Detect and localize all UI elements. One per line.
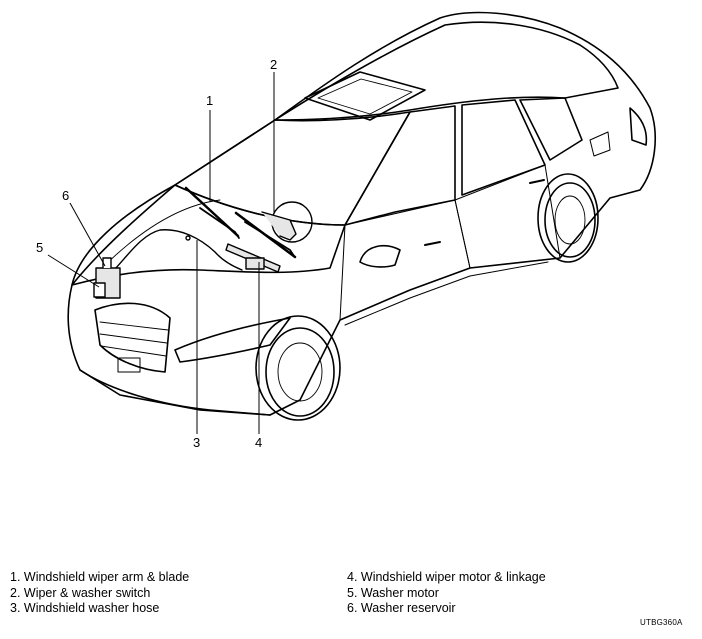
car-roof [274, 21, 619, 121]
rocker-panel [344, 261, 549, 326]
callout-1: 1 [206, 93, 213, 108]
front-wheel-arch [255, 315, 341, 421]
callout-3: 3 [193, 435, 200, 450]
wiper-arm-right [244, 221, 295, 257]
rear-wheel-hub [554, 195, 586, 245]
legend-item-washer-hose: 3. Windshield washer hose [10, 601, 160, 615]
legend-item-wiper-motor-linkage: 4. Windshield wiper motor & linkage [347, 570, 546, 584]
hood-crease [99, 199, 221, 271]
side-mirror [359, 244, 401, 268]
grille-bar-2 [99, 333, 168, 344]
wiper-motor [245, 257, 265, 270]
rear-wheel-arch [537, 173, 599, 263]
license-plate [117, 357, 141, 373]
front-door [339, 199, 471, 321]
callout-6: 6 [62, 188, 69, 203]
grille-bar-1 [99, 321, 169, 331]
legend-item-wiper-washer-switch: 2. Wiper & washer switch [10, 585, 151, 600]
callout-2: 2 [270, 57, 277, 72]
tail-light [629, 107, 648, 146]
car-wiper-diagram: 1 2 3 4 5 6 [36, 11, 656, 450]
legend-right-column: 4. Windshield wiper motor & linkage 5. W… [347, 570, 546, 617]
sunroof [304, 71, 426, 121]
legend-left-column: 1. Windshield wiper arm & blade 2. Wiper… [10, 570, 189, 617]
front-bumper [79, 369, 271, 416]
legend-item-washer-reservoir: 6. Washer reservoir [347, 601, 456, 615]
washer-motor [93, 282, 106, 298]
front-wheel-hub [277, 342, 323, 402]
rear-fuel-door [589, 131, 611, 157]
leader-line-5 [47, 254, 100, 288]
rear-door [454, 164, 561, 269]
sunroof-inner [317, 78, 413, 115]
headlight [174, 317, 291, 363]
wiper-switch [261, 211, 297, 241]
grille [94, 302, 171, 373]
legend-item-washer-motor: 5. Washer motor [347, 585, 439, 600]
front-side-window [344, 105, 456, 226]
rear-wheel [544, 182, 596, 258]
washer-reservoir-neck [102, 257, 112, 269]
wiper-arm-left [199, 207, 240, 239]
callout-5: 5 [36, 240, 43, 255]
washer-nozzle [185, 235, 191, 241]
figure-code: UTBG360A [640, 618, 683, 627]
front-wheel [265, 327, 335, 417]
rear-quarter-window [519, 97, 583, 161]
rear-door-handle [529, 179, 545, 184]
callout-4: 4 [255, 435, 262, 450]
leader-line-6 [69, 202, 106, 267]
front-door-handle [424, 241, 441, 246]
grille-bar-3 [100, 345, 167, 357]
washer-hose [109, 229, 243, 275]
legend-item-wiper-arm-blade: 1. Windshield wiper arm & blade [10, 570, 190, 584]
